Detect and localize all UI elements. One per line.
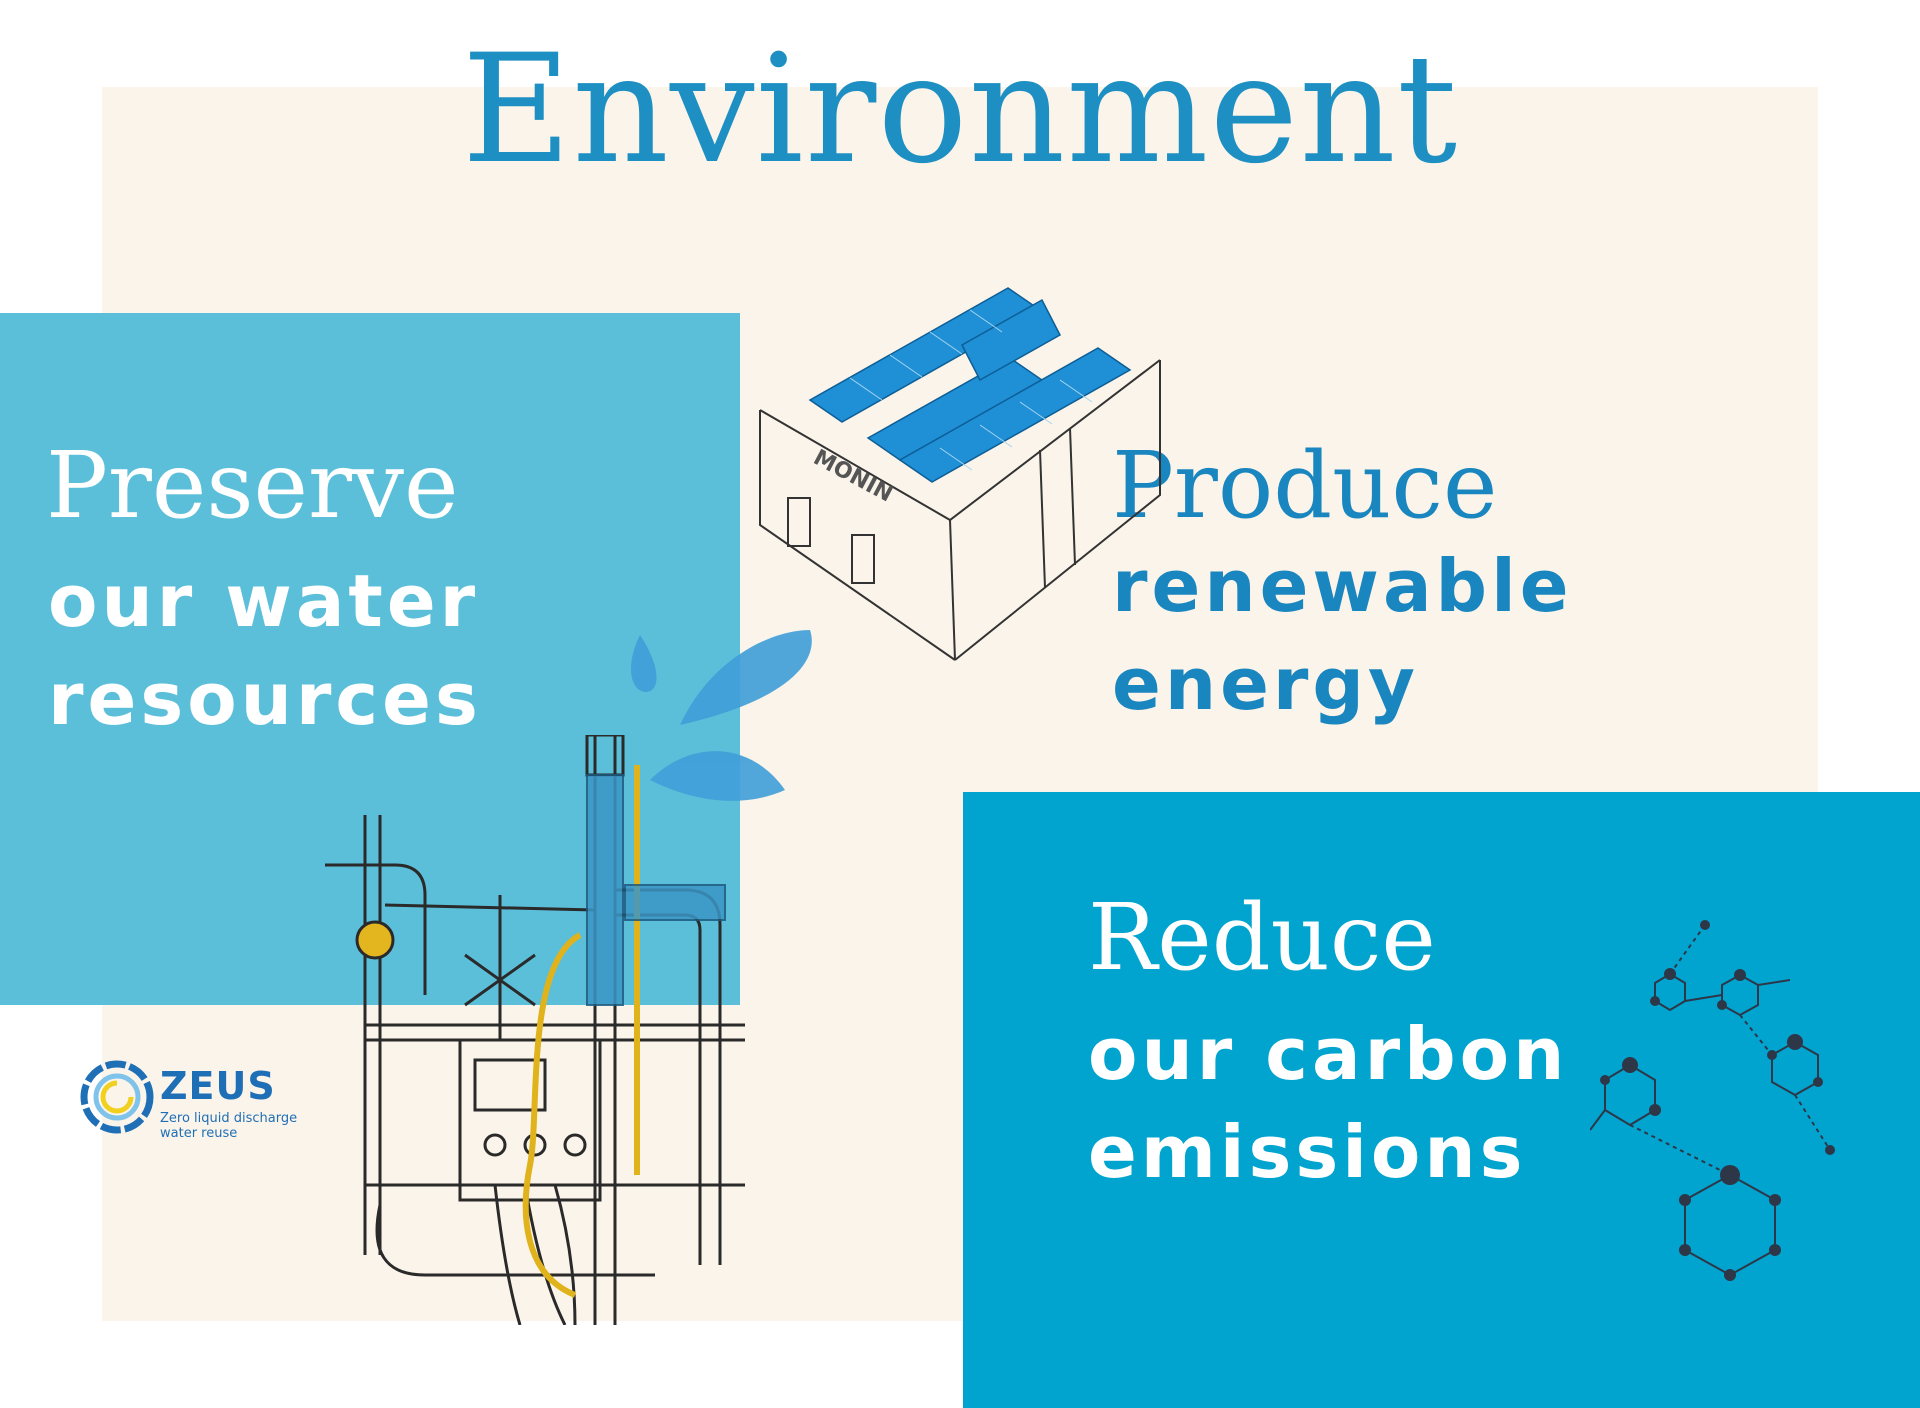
blue-pipe-section xyxy=(586,774,624,1006)
water-drop xyxy=(630,635,657,692)
water-line-1: our water xyxy=(48,559,480,643)
carbon-line-2: emissions xyxy=(1088,1110,1527,1194)
solar-panel xyxy=(961,298,1061,382)
carbon-heading: Reduce xyxy=(1088,884,1436,991)
water-line-2: resources xyxy=(48,657,482,741)
energy-line-1: renewable xyxy=(1112,544,1573,628)
page-title: Environment xyxy=(461,23,1459,197)
water-drop xyxy=(680,630,812,725)
valve-wheel xyxy=(355,920,395,960)
carbon-panel xyxy=(963,792,1920,1408)
solar-panel xyxy=(898,347,1132,483)
blue-pipe-section xyxy=(624,884,726,921)
water-drop xyxy=(650,751,785,801)
energy-heading: Produce xyxy=(1112,432,1498,539)
carbon-line-1: our carbon xyxy=(1088,1012,1569,1096)
water-splash-illustration xyxy=(630,630,812,801)
logo-name: ZEUS xyxy=(160,1064,276,1108)
water-heading: Preserve xyxy=(46,432,459,539)
energy-line-2: energy xyxy=(1112,642,1419,726)
molecule-illustration xyxy=(1590,920,1835,1281)
logo-tagline-2: water reuse xyxy=(160,1126,238,1141)
water-treatment-machine-illustration xyxy=(325,735,745,1325)
building-sign: MONIN xyxy=(809,445,896,507)
zeus-logo-icon xyxy=(80,1060,154,1134)
logo-tagline-1: Zero liquid discharge xyxy=(160,1111,298,1126)
building-solar-illustration: MONIN xyxy=(759,287,1161,661)
